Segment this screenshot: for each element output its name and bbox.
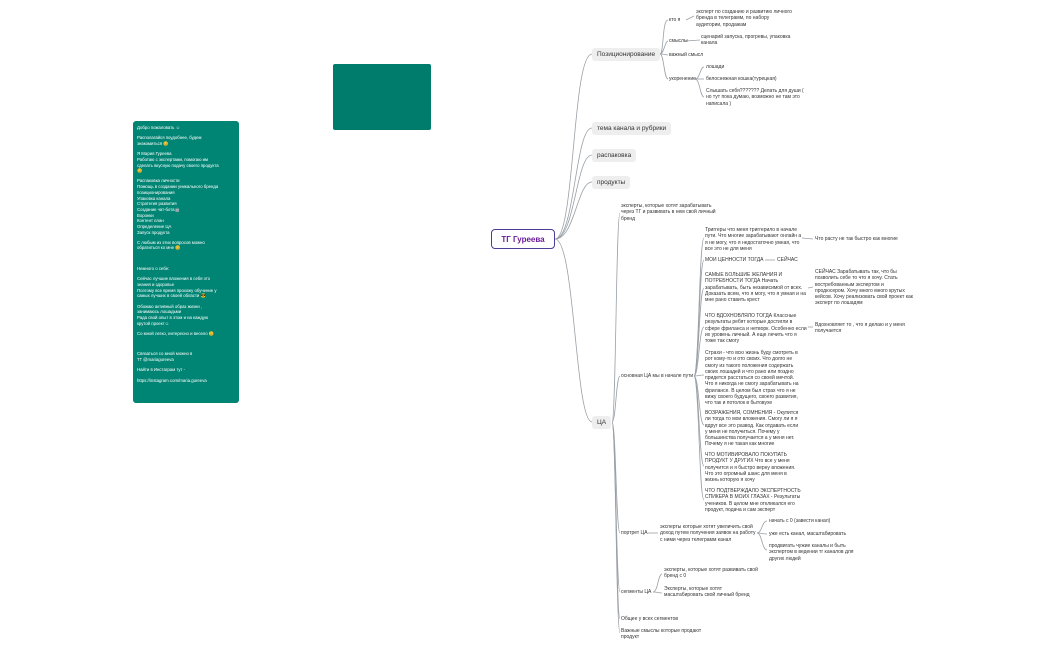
panel-line: Рада свой опыт в этом и на каждую (137, 314, 209, 320)
panel-line: самых лучших в своей области 😎 (137, 293, 206, 299)
panel-paragraph: Со мной легко, интересно и весело 😊 (137, 331, 235, 337)
panel-line: знакомиться 😊 (137, 140, 169, 146)
panel-paragraph (137, 256, 235, 262)
node-main-ca[interactable]: основная ЦА мы в начале пути (621, 373, 694, 379)
node-inspired[interactable]: ЧТО ВДОХНОВЛЯЛО ТОГДА Классные результат… (705, 313, 807, 344)
panel-line: Стратегия развития (137, 201, 177, 207)
panel-line (137, 341, 235, 347)
node-cat[interactable]: белоснежная кошка(турецкая) (706, 76, 777, 82)
panel-line: 😊 (137, 168, 143, 174)
panel-line: занимаюсь лошадьми (137, 309, 182, 315)
panel-paragraph: Добро пожаловать ☺ (137, 125, 235, 131)
panel-line: Связаться со мной можно в (137, 351, 193, 357)
node-start-zero[interactable]: начать с 0 (завести канал) (769, 518, 831, 524)
panel-line: Контент план (137, 218, 164, 224)
panel-paragraph: Обожаю активный образ жизни ,занимаюсь л… (137, 304, 235, 327)
branch-unpacking[interactable]: распаковка (592, 149, 637, 162)
node-triggers-now[interactable]: Что расту не так быстро как многие (815, 236, 898, 242)
panel-line: Запуск продукта (137, 229, 170, 235)
node-meanings-text[interactable]: сценарий запуска, прогревы, упаковка кан… (701, 34, 791, 47)
branch-topic[interactable]: тема канала и рубрики (592, 122, 672, 135)
node-motivated[interactable]: ЧТО МОТИВИРОВАЛО ПОКУПАТЬ ПРОДУКТ У ДРУГ… (705, 452, 796, 483)
node-desires-now[interactable]: СЕЙЧАС Зарабатывать так, что бы позволит… (815, 269, 913, 307)
panel-line: Немного о себе: (137, 266, 170, 271)
panel-line: Распаковка личности (137, 178, 180, 184)
node-confirmed[interactable]: ЧТО ПОДТВЕРЖДАЛО ЭКСПЕРТНОСТЬ СПИКЕРА В … (705, 488, 801, 513)
panel-line: Добро пожаловать ☺ (137, 125, 180, 130)
teal-image-block (333, 64, 431, 130)
panel-line: Найти в Инстаграм тут - (137, 367, 186, 373)
node-objections[interactable]: ВОЗРАЖЕНИЯ, СОМНЕНИЯ - Окупится ли тогда… (705, 410, 799, 448)
panel-line: Поэтому все время прохожу обучение у (137, 287, 217, 293)
node-desires[interactable]: САМЫЕ БОЛЬШИЕ ЖЕЛАНИЯ И ПОТРЕБНОСТИ ТОГД… (705, 272, 806, 303)
panel-line: крутой проект☺ (137, 320, 170, 326)
node-portrait-text[interactable]: эксперты которые хотят увеличить свой до… (660, 524, 756, 543)
node-segment-1[interactable]: эксперты, которые хотят развивать свой б… (664, 567, 758, 580)
root-node[interactable]: ТГ Гуреева (491, 229, 555, 249)
node-experts[interactable]: эксперты, которые хотят зарабатывать чер… (621, 203, 716, 222)
panel-line (137, 256, 235, 262)
panel-paragraph: https://instagram.com/maria.gureeva (137, 378, 235, 384)
panel-line: Я Мария Гуреева (137, 151, 172, 157)
panel-paragraph: Найти в Инстаграм тут - (137, 367, 235, 373)
node-common[interactable]: Общее у всех сегментов (621, 616, 679, 622)
node-triggers[interactable]: Триггеры что меня триггерило в начале пу… (705, 227, 802, 252)
node-values-now[interactable]: СЕЙЧАС (777, 257, 798, 263)
node-rooting[interactable]: укоренение (669, 76, 696, 82)
panel-line: сделать вкусную подачу своего продукта (137, 162, 219, 168)
node-meanings[interactable]: смыслы (669, 38, 688, 44)
panel-line: Создание чат-бота🤖 (137, 206, 180, 212)
node-promote[interactable]: продвигать чужие каналы и быть экспертом… (769, 543, 854, 562)
node-segment-2[interactable]: Эксперты, которые хотят масштабировать с… (664, 586, 750, 599)
branch-ca[interactable]: ЦА (592, 416, 612, 429)
panel-line: https://instagram.com/maria.gureeva (137, 377, 207, 383)
branch-positioning[interactable]: Позиционирование (592, 48, 661, 61)
panel-line: знания и здоровье (137, 281, 175, 287)
node-values[interactable]: МОИ ЦЕННОСТИ ТОГДА (705, 257, 764, 263)
node-important-meaning[interactable]: важный смысл (669, 52, 704, 58)
panel-line: Воронки (137, 212, 154, 218)
node-inspires-now[interactable]: Вдохновляет то , что я делаю и у меня по… (815, 322, 905, 335)
panel-paragraph (137, 341, 235, 347)
panel-line: ТГ @mariagureeva (137, 357, 174, 363)
panel-line: обратиться ко мне 😊 (137, 245, 181, 251)
panel-line: Со мной легко, интересно и весело 😊 (137, 330, 215, 336)
panel-line: Помощь в создании уникального бренда (137, 184, 219, 190)
node-portrait[interactable]: портрет ЦА (621, 530, 648, 536)
node-hear-self[interactable]: Слышать себя??????? Делать для души ( но… (706, 88, 804, 107)
panel-line: Определение ЦА (137, 223, 172, 229)
panel-line: Обожаю активный образ жизни , (137, 303, 203, 309)
panel-line: позиционирования (137, 189, 175, 195)
node-scale[interactable]: уже есть канал, масштабировать (769, 531, 847, 537)
node-who[interactable]: кто я (669, 17, 681, 23)
node-horses[interactable]: лошади (706, 64, 725, 70)
panel-paragraph: Немного о себе: (137, 266, 235, 272)
panel-line: С любым из этих вопросов можно (137, 239, 205, 245)
panel-line: Упаковка канала (137, 195, 171, 201)
panel-line: Работаю с экспертами, помогаю им (137, 156, 208, 162)
node-fears[interactable]: Страхи - что всю жизнь буду смотреть в р… (705, 350, 799, 406)
node-segments[interactable]: сегменты ЦА (621, 589, 652, 595)
branch-products[interactable]: продукты (592, 176, 631, 189)
node-who-text[interactable]: эксперт по созданию и развитию личного б… (696, 9, 792, 28)
profile-info-panel: Добро пожаловать ☺ Располагайся поудобнее… (133, 121, 239, 403)
panel-line: Сейчас лучшие вложения в себя это (137, 276, 211, 282)
panel-line: Располагайся поудобнее, будем (137, 135, 202, 141)
node-important-meanings[interactable]: Важные смыслы которые продают продукт (621, 628, 702, 641)
